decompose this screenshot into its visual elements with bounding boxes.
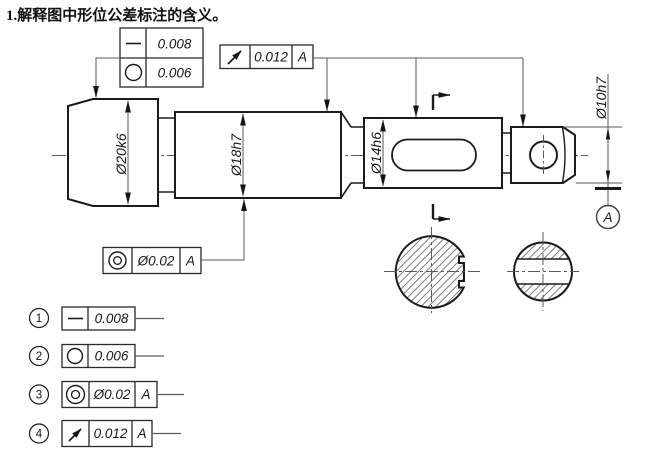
dim-label-o18h7: Ø18h7	[228, 133, 244, 177]
circular-runout-frame: 0.012 A	[219, 44, 526, 127]
combo-leader	[93, 57, 120, 98]
keyway-slot	[391, 138, 477, 172]
circular-runout-icon	[227, 50, 242, 65]
dimension-lines	[125, 74, 622, 206]
legend-item-4: 4 0.012 A	[28, 419, 181, 448]
item-number-circle	[28, 384, 50, 405]
runout-datum: A	[297, 50, 307, 65]
item-datum: A	[140, 387, 150, 402]
relief-groove-2	[351, 126, 364, 184]
runout-value: 0.012	[254, 50, 288, 65]
chamfer-o10h7	[561, 127, 566, 183]
coax-datum: A	[185, 254, 195, 269]
datum-label: A	[602, 210, 612, 225]
coaxiality-icon	[65, 384, 86, 405]
section-o14h6	[363, 117, 503, 189]
chamfer-o18h7	[340, 111, 352, 199]
item-value: 0.012	[94, 426, 128, 441]
dim-label-o14h6: Ø14h6	[368, 132, 384, 175]
legend-item-3: 3 Ø0.02 A	[28, 380, 184, 409]
relief-groove-3	[502, 132, 511, 174]
item-value: 0.008	[95, 311, 129, 326]
dim-label-o10h7: Ø10h7	[593, 76, 609, 120]
frame-box	[219, 44, 314, 70]
item-value: 0.006	[95, 349, 129, 364]
cutting-plane-marks	[431, 92, 451, 222]
datum-a-symbol: A	[595, 187, 621, 230]
frame-dividers	[120, 28, 203, 87]
legend-item-2: 2 0.006	[28, 343, 164, 369]
item-number-circle	[28, 423, 50, 444]
frame-dividers	[249, 45, 293, 69]
item-value: Ø0.02	[93, 387, 131, 402]
circular-runout-icon	[68, 428, 82, 442]
coax-leader	[201, 199, 247, 261]
hole-section-top-cap	[515, 241, 571, 260]
item-number: 2	[36, 351, 42, 363]
straightness-value: 0.008	[158, 37, 192, 52]
roundness-icon	[66, 347, 84, 365]
section-view-hole	[507, 232, 579, 311]
page-title: 1.解释图中形位公差标注的含义。	[6, 8, 228, 24]
item-number: 4	[36, 429, 43, 441]
coaxiality-frame: Ø0.02 A	[102, 199, 247, 275]
relief-groove-1	[158, 117, 175, 193]
hole-section-bottom-cap	[515, 283, 571, 302]
section-view-keyway	[384, 227, 480, 313]
roundness-value: 0.006	[158, 66, 192, 81]
coaxiality-icon	[108, 251, 127, 270]
shaft-outline	[67, 98, 576, 207]
section-o18h7	[174, 111, 342, 199]
item-datum: A	[136, 426, 146, 441]
frame-dividers	[131, 247, 181, 274]
legend-item-1: 1 0.008	[28, 306, 164, 331]
arrow-up-o10h7	[605, 128, 611, 140]
item-number-circle	[28, 345, 50, 367]
dim-label-o20k6: Ø20k6	[113, 133, 129, 175]
item-number: 1	[36, 313, 42, 325]
item-number-circle	[28, 307, 50, 329]
straightness-roundness-frame: 0.008 0.006	[93, 27, 204, 98]
section-o20k6	[67, 98, 159, 207]
coax-value: Ø0.02	[137, 254, 175, 269]
arrow-down-o10h7	[605, 170, 611, 182]
item-number: 3	[36, 390, 42, 402]
roundness-icon	[124, 63, 143, 82]
frame-dividers	[88, 420, 133, 447]
datum-circle	[595, 204, 621, 230]
frame-dividers	[88, 381, 136, 408]
